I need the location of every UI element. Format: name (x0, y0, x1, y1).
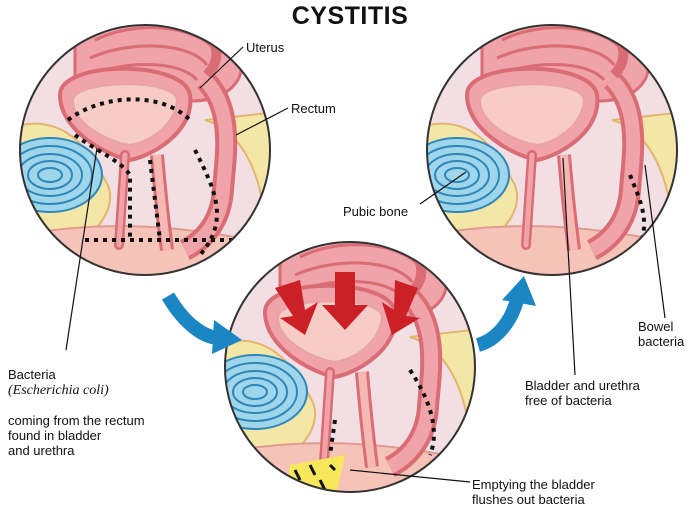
bladder-free-label: Bladder and urethra free of bacteria (525, 378, 640, 408)
bacteria-label: Bacteria (Escherichia coli) coming from … (8, 352, 208, 458)
pressure-arrows (275, 272, 420, 335)
progress-arrow-2 (475, 276, 536, 352)
bacteria-label-species: (Escherichia coli) (8, 383, 109, 398)
bacteria-label-prefix: Bacteria (8, 367, 56, 382)
panel-emptying (224, 241, 476, 493)
bowel-bacteria-label: Bowel bacteria (638, 319, 685, 349)
emptying-label: Emptying the bladder flushes out bacteri… (472, 477, 595, 507)
leader-lines (65, 46, 666, 483)
panel-infected (19, 24, 271, 276)
uterus-label: Uterus (246, 40, 285, 55)
progress-arrow-1 (161, 292, 242, 354)
bacteria-label-rest: coming from the rectum found in bladder … (8, 413, 145, 458)
panel-clean (426, 24, 678, 276)
pubic-bone-label: Pubic bone (343, 204, 409, 219)
bacteria-dots (66, 97, 235, 257)
rectum-label: Rectum (291, 101, 336, 116)
diagram-title: CYSTITIS (291, 2, 409, 30)
flushed-bacteria (293, 463, 337, 492)
